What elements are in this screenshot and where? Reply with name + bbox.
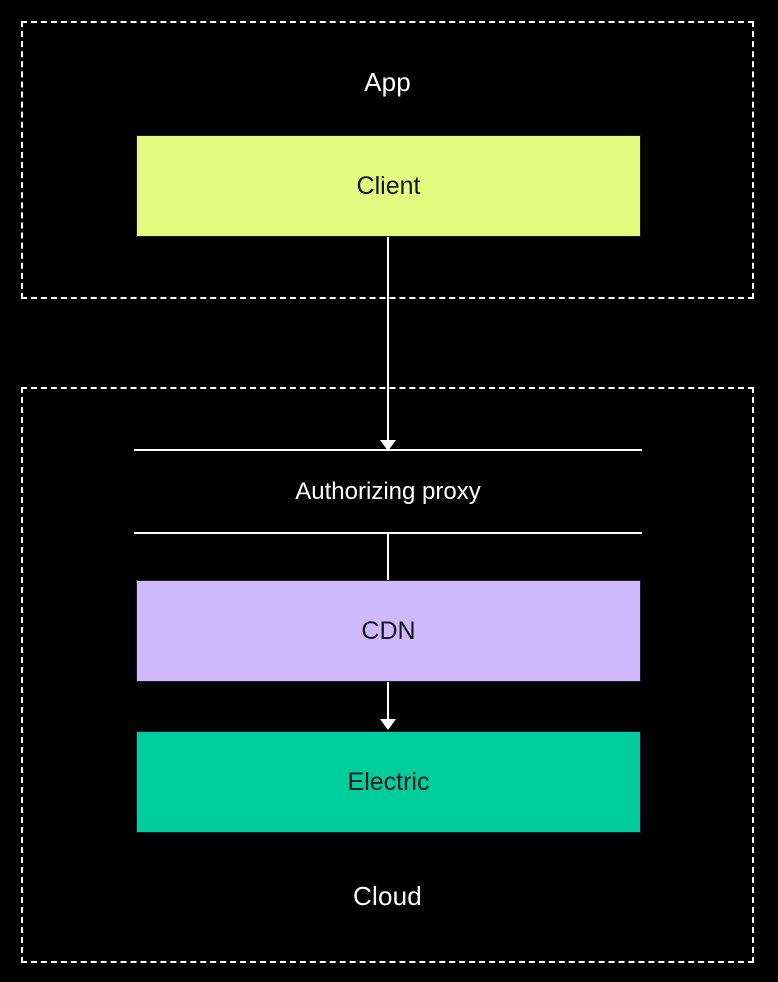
node-authorizing-proxy[interactable]: Authorizing proxy xyxy=(134,449,642,534)
edge-proxy-to-cdn xyxy=(387,533,389,580)
arrowhead-icon-client-to-proxy xyxy=(380,440,396,451)
group-app-label: App xyxy=(364,67,411,97)
node-electric[interactable]: Electric xyxy=(136,731,641,833)
node-client[interactable]: Client xyxy=(136,135,641,237)
node-authorizing-proxy-label: Authorizing proxy xyxy=(295,477,481,505)
node-client-label: Client xyxy=(356,171,421,200)
edge-client-to-proxy xyxy=(387,237,389,442)
arrowhead-icon-cdn-to-electric xyxy=(380,719,396,730)
group-cloud: Cloud xyxy=(21,387,754,963)
edge-cdn-to-electric xyxy=(387,682,389,720)
group-cloud-label: Cloud xyxy=(353,881,422,911)
node-cdn[interactable]: CDN xyxy=(136,580,641,682)
node-cdn-label: CDN xyxy=(361,616,416,645)
node-electric-label: Electric xyxy=(347,767,430,796)
